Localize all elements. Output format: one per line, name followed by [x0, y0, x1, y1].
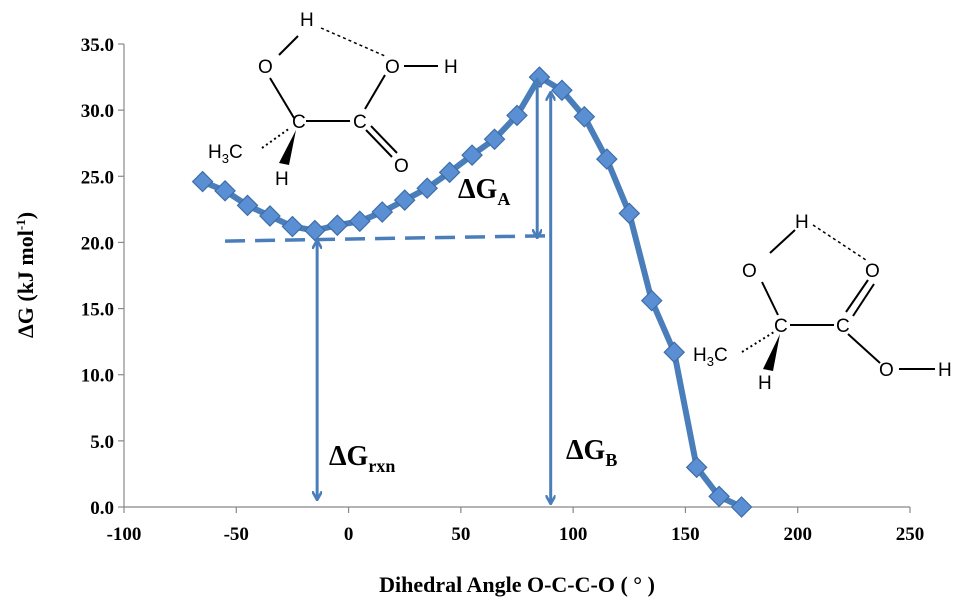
y-axis-title-main: ΔG (kJ mol [13, 230, 38, 338]
dg-b-sub: B [605, 450, 617, 470]
mol-left-h-right: H [444, 57, 458, 78]
y-axis-title: ΔG (kJ mol-1) [13, 212, 38, 338]
x-tick-label: -100 [107, 524, 142, 545]
series-line [199, 74, 745, 510]
dg-b-label: ΔGB [566, 435, 617, 470]
data-point [461, 144, 483, 166]
data-point [326, 214, 349, 237]
molecule-right: H O O C C O H H3C H [693, 212, 952, 394]
data-point [483, 128, 506, 151]
mol-left-c2: C [353, 112, 367, 133]
mol-right-o2: O [865, 261, 880, 282]
data-point [640, 289, 663, 312]
dg-a-label: ΔGA [458, 174, 510, 209]
data-point [416, 177, 439, 200]
mol-right-o3: O [879, 360, 894, 381]
data-point [304, 219, 326, 242]
annotation-arrows [317, 80, 551, 503]
data-point [685, 456, 708, 479]
dg-rxn-sub: rxn [368, 456, 395, 476]
data-markers [191, 66, 753, 518]
y-axis-title-sup: -1 [13, 219, 28, 230]
dashed-reference-line [225, 234, 547, 243]
x-tick-label: 100 [559, 524, 588, 545]
data-point [191, 170, 214, 193]
data-point [281, 215, 304, 238]
y-tick-label: 5.0 [90, 432, 114, 453]
y-tick-label: 25.0 [81, 167, 114, 188]
data-point [708, 485, 730, 508]
y-tick-label: 15.0 [81, 300, 114, 321]
data-point [438, 161, 461, 184]
mol-left-o1: O [258, 57, 273, 78]
tick-labels: -100 -50 0 50 100 150 200 250 0.0 5.0 10.0 15.0 20.0… [81, 35, 925, 545]
x-tick-label: 50 [451, 524, 470, 545]
mol-right-h-top: H [795, 212, 809, 233]
y-tick-label: 30.0 [81, 101, 114, 122]
x-tick-label: 250 [896, 524, 925, 545]
data-point [393, 189, 416, 211]
mol-right-c1: C [774, 316, 788, 337]
mol-right-o1: O [742, 261, 757, 282]
data-point [371, 201, 394, 223]
mol-right-c2: C [836, 316, 850, 337]
mol-left-methyl: H3C [208, 142, 243, 166]
axis-ticks [118, 43, 911, 513]
molecule-left: H O O H C C O H3C H [208, 10, 458, 190]
mol-left-c1: C [292, 112, 306, 133]
data-point [595, 148, 618, 170]
data-point [214, 179, 236, 202]
mol-left-h-bottom: H [275, 169, 289, 190]
mol-right-methyl: H3C [693, 345, 728, 369]
x-tick-label: 0 [344, 524, 354, 545]
x-tick-label: 150 [671, 524, 700, 545]
y-tick-label: 0.0 [90, 498, 114, 519]
mol-left-o3: O [394, 156, 409, 177]
mol-right-h-right: H [938, 360, 952, 381]
x-axis-title: Dihedral Angle O-C-C-O ( ° ) [379, 572, 655, 597]
y-tick-label: 35.0 [81, 35, 114, 56]
x-tick-label: 200 [783, 524, 812, 545]
data-point [259, 205, 281, 227]
data-point [663, 341, 686, 364]
data-point [730, 496, 753, 518]
x-tick-label: -50 [224, 524, 249, 545]
mol-right-h-bottom: H [758, 373, 772, 394]
dg-a-sub: A [497, 189, 510, 209]
y-axis-title-close: ) [13, 212, 38, 219]
data-point [348, 210, 371, 233]
dg-rxn-label: ΔGrxn [329, 441, 395, 476]
mol-left-h-top: H [300, 10, 314, 31]
data-point [573, 105, 596, 128]
data-point [236, 194, 259, 217]
y-tick-label: 10.0 [81, 366, 114, 387]
mol-left-o2: O [385, 57, 400, 78]
data-point [506, 104, 528, 127]
data-point [551, 79, 573, 102]
y-tick-label: 20.0 [81, 233, 114, 254]
data-point [618, 202, 641, 225]
